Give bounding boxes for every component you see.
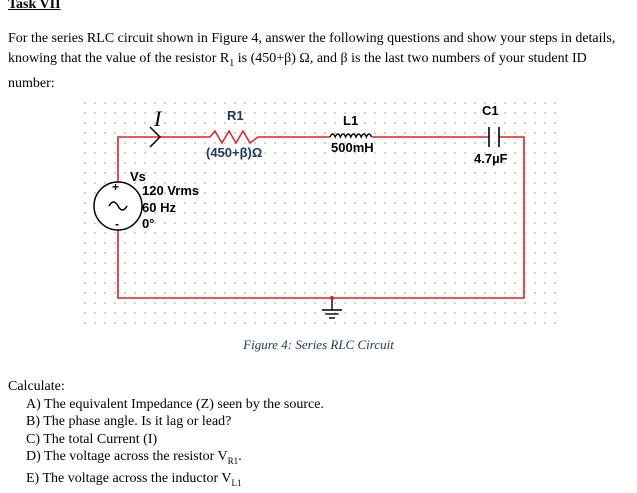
calc-item-e: E) The voltage across the inductor VL1 xyxy=(26,471,242,489)
source-plus: + xyxy=(112,180,119,194)
source-phase: 0° xyxy=(142,216,154,231)
inductor-value: 500mH xyxy=(331,140,374,155)
calculate-section: Calculate: A) The equivalent Impedance (… xyxy=(8,378,324,493)
task-title: Task VII xyxy=(8,0,61,12)
current-arrow-icon xyxy=(149,126,162,148)
ground-junction xyxy=(330,296,334,300)
source-voltage: 120 Vrms xyxy=(142,183,199,198)
source-frequency: 60 Hz xyxy=(142,200,176,215)
capacitor-value: 4.7µF xyxy=(474,151,508,166)
calc-item-b: B) The phase angle. Is it lag or lead? xyxy=(26,414,232,429)
inductor-name: L1 xyxy=(343,113,358,128)
resistor-value: (450+β)Ω xyxy=(206,145,262,160)
resistor-icon xyxy=(209,129,259,145)
intro-line-1: For the series RLC circuit shown in Figu… xyxy=(8,31,616,46)
problem-statement: For the series RLC circuit shown in Figu… xyxy=(8,29,633,94)
calc-item-c: C) The total Current (I) xyxy=(26,431,158,447)
inductor-icon xyxy=(329,133,373,139)
source-name: Vs xyxy=(130,169,146,184)
intro-line-2: knowing that the value of the resistor R… xyxy=(8,51,587,69)
ac-source-icon xyxy=(93,181,143,231)
resistor-name: R1 xyxy=(227,108,244,123)
capacitor-icon xyxy=(488,127,500,147)
calc-item-d: D) The voltage across the resistor VR1. xyxy=(26,449,242,466)
capacitor-name: C1 xyxy=(482,103,499,118)
calc-item-a: A) The equivalent Impedance (Z) seen by … xyxy=(26,396,324,412)
circuit-wires xyxy=(117,136,525,299)
source-minus: - xyxy=(115,217,119,231)
intro-line-3: number: xyxy=(8,75,55,91)
calculate-heading: Calculate: xyxy=(8,379,65,394)
figure-caption: Figure 4: Series RLC Circuit xyxy=(243,337,394,352)
current-label: I xyxy=(153,106,163,131)
rlc-circuit-diagram: I R1 (450+β)Ω L1 500mH C1 4.7µF + - Vs 1… xyxy=(80,98,557,328)
